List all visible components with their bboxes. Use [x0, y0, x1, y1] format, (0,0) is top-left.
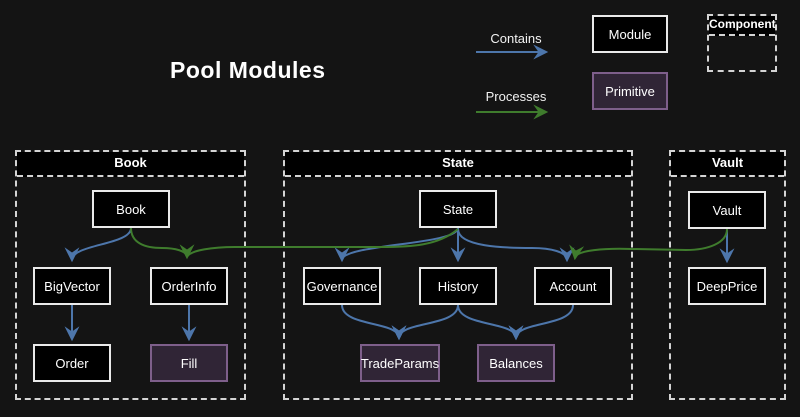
container-book: Book [15, 150, 246, 400]
edge-book-bigvector [64, 227, 132, 263]
node-order: Order [33, 344, 111, 382]
node-state: State [419, 190, 497, 228]
node-bigvector: BigVector [33, 267, 111, 305]
node-fill: Fill [150, 344, 228, 382]
legend-module-label: Module [608, 26, 652, 42]
legend-module-box: Module [592, 15, 668, 53]
edge-state-account [457, 228, 575, 263]
node-account-label: Account [549, 278, 597, 294]
node-history-label: History [437, 278, 479, 294]
container-book-title: Book [17, 152, 244, 177]
node-balances-label: Balances [489, 355, 543, 371]
edge-history-tradeparams [391, 304, 459, 341]
node-deepprice: DeepPrice [688, 267, 766, 305]
edge-state-orderinfo-processes [186, 228, 459, 258]
node-state-label: State [442, 201, 474, 217]
node-history: History [419, 267, 497, 305]
node-deepprice-label: DeepPrice [696, 278, 758, 294]
legend-component-box: Component [707, 14, 777, 72]
legend-processes-label: Processes [485, 89, 547, 104]
legend-primitive-box: Primitive [592, 72, 668, 110]
edge-account-balances [508, 304, 574, 341]
legend-primitive-label: Primitive [605, 83, 655, 99]
edge-history-balances [457, 304, 524, 341]
node-fill-label: Fill [180, 355, 198, 371]
container-state: State [283, 150, 633, 400]
container-state-title: State [285, 152, 631, 177]
legend-contains-label: Contains [490, 31, 542, 46]
node-tradeparams-label: TradeParams [360, 355, 440, 371]
edge-governance-tradeparams [341, 304, 407, 341]
node-book: Book [92, 190, 170, 228]
node-governance-label: Governance [306, 278, 378, 294]
node-bigvector-label: BigVector [44, 278, 100, 294]
container-vault-title: Vault [671, 152, 784, 177]
container-vault: Vault [669, 150, 786, 400]
page-title: Pool Modules [170, 57, 326, 83]
edge-vault-account-processes [569, 228, 728, 261]
edge-state-governance [334, 227, 459, 263]
node-book-label: Book [116, 201, 146, 217]
node-vault-label: Vault [712, 202, 742, 218]
node-orderinfo-label: OrderInfo [161, 278, 217, 294]
legend-component-label: Component [709, 16, 776, 36]
node-account: Account [534, 267, 612, 305]
node-governance: Governance [303, 267, 381, 305]
node-tradeparams: TradeParams [360, 344, 440, 382]
node-order-label: Order [55, 355, 89, 371]
node-balances: Balances [477, 344, 555, 382]
node-vault: Vault [688, 191, 766, 229]
edge-book-orderinfo-processes [130, 227, 195, 260]
node-orderinfo: OrderInfo [150, 267, 228, 305]
